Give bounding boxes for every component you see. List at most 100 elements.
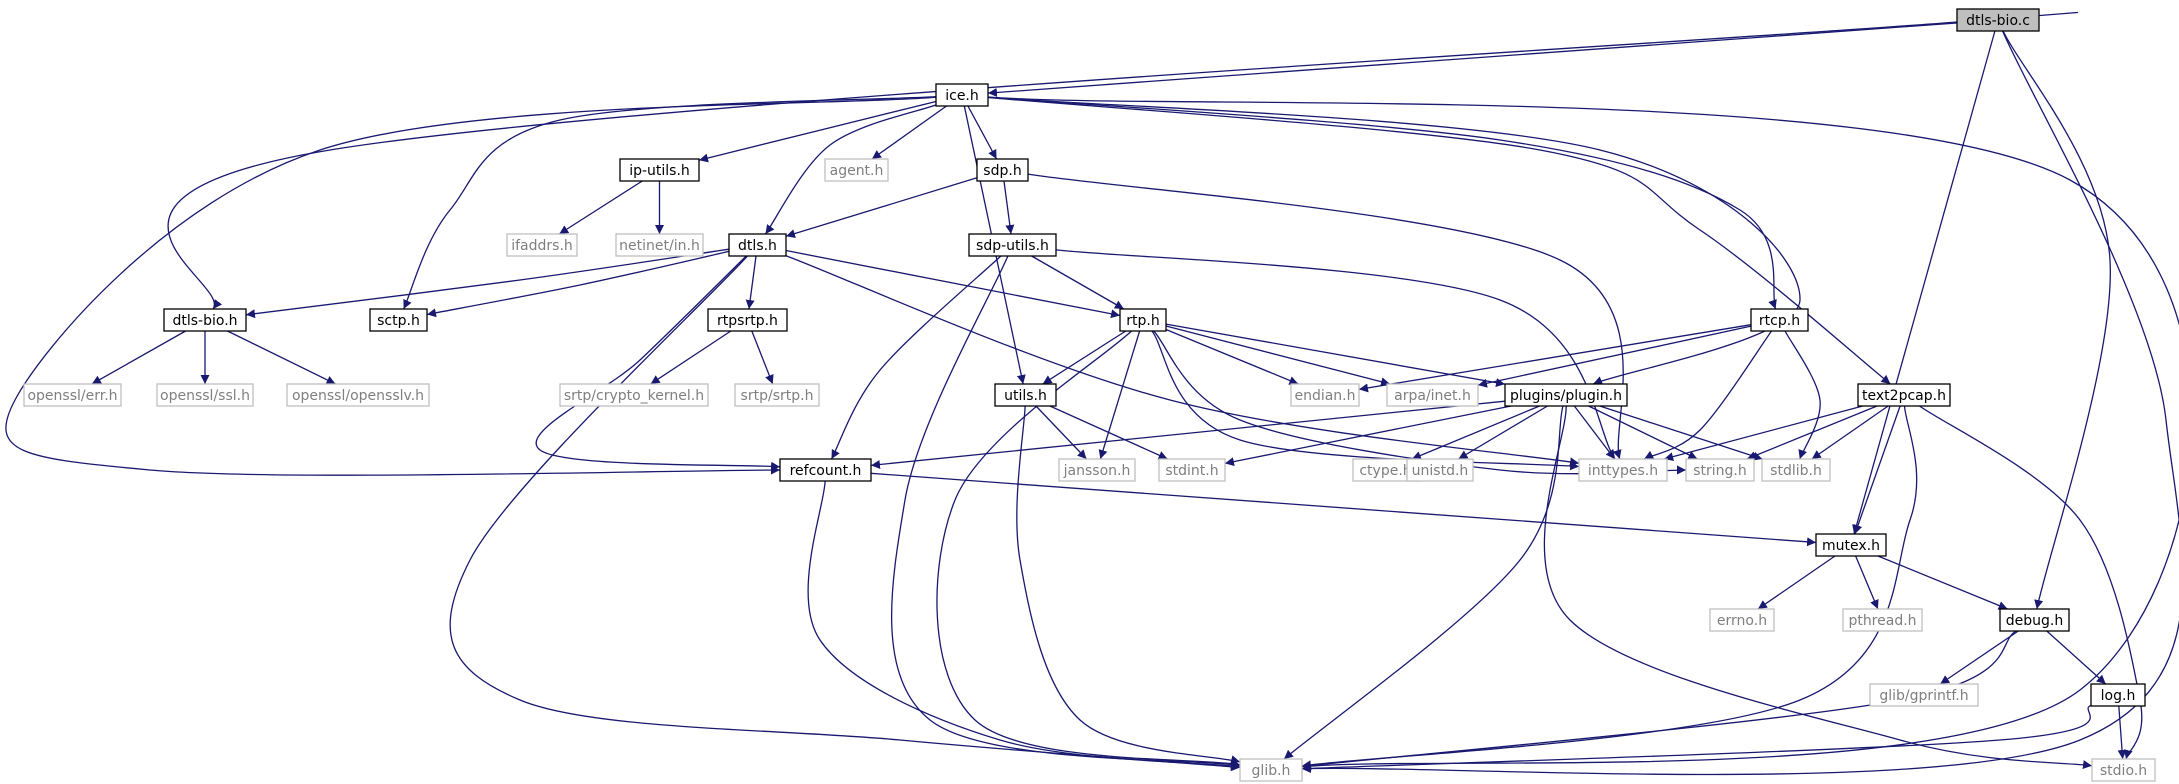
node-ip-utils-h[interactable]: ip-utils.h <box>619 158 700 182</box>
node-ifaddrs-h[interactable]: ifaddrs.h <box>506 233 578 257</box>
node-box <box>1158 458 1226 482</box>
edge-plugins-plugin-h-to-refcount-h <box>870 400 1506 469</box>
node-stdio-h[interactable]: stdio.h <box>2091 758 2156 782</box>
node-glib-gprintf-h[interactable]: glib/gprintf.h <box>1869 683 1979 707</box>
edge-refcount-h-to-mutex-h <box>870 472 1817 547</box>
node-ice-h[interactable]: ice.h <box>935 83 989 107</box>
node-unistd-h[interactable]: unistd.h <box>1406 458 1474 482</box>
node-label: agent.h <box>830 163 884 179</box>
edge-text2pcap-h-to-mutex-h <box>1853 405 1901 535</box>
edge-dtls-h-to-dtls-bio-h <box>245 248 730 319</box>
node-stdlib-h[interactable]: stdlib.h <box>1761 458 1831 482</box>
edge-plugins-plugin-h-to-stdlib-h <box>1599 405 1763 461</box>
node-box <box>1750 308 1809 332</box>
edge-sdp-h-to-inttypes-h <box>1027 173 1624 460</box>
node-netinet-in-h[interactable]: netinet/in.h <box>615 233 704 257</box>
node-label: pthread.h <box>1848 613 1916 629</box>
node-sctp-h[interactable]: sctp.h <box>369 308 428 332</box>
node-box <box>369 308 428 332</box>
node-text2pcap-h[interactable]: text2pcap.h <box>1857 383 1951 407</box>
node-agent-h[interactable]: agent.h <box>824 158 889 182</box>
node-arpa-inet-h[interactable]: arpa/inet.h <box>1386 383 1479 407</box>
edge-dtls-bio-c-to-dtls-bio-h <box>167 11 2079 310</box>
edge-ice-h-to-dtls-h <box>764 104 937 235</box>
edge-dtls-bio-c-to-ice-h <box>987 22 1958 97</box>
node-label: text2pcap.h <box>1862 388 1946 404</box>
node-openssl-ssl-h[interactable]: openssl/ssl.h <box>156 383 254 407</box>
node-dtls-bio-c[interactable]: dtls-bio.c <box>1956 8 2040 32</box>
node-label: sctp.h <box>377 313 420 329</box>
node-box <box>1504 383 1628 407</box>
node-srtp-srtp-h[interactable]: srtp/srtp.h <box>734 383 820 407</box>
node-label: dtls-bio.h <box>172 313 237 329</box>
edge-dtls-h-to-rtpsrtp-h <box>745 255 757 310</box>
node-refcount-h[interactable]: refcount.h <box>779 458 872 482</box>
node-box <box>23 383 122 407</box>
edge-rtp-h-to-inttypes-h <box>1151 330 1580 471</box>
node-box <box>994 383 1057 407</box>
node-utils-h[interactable]: utils.h <box>994 383 1057 407</box>
edge-dtls-h-to-rtp-h <box>785 249 1121 319</box>
node-ctype-h[interactable]: ctype.h <box>1352 458 1419 482</box>
node-rtpsrtp-h[interactable]: rtpsrtp.h <box>707 308 788 332</box>
node-box <box>1119 308 1167 332</box>
node-label: openssl/opensslv.h <box>292 388 424 404</box>
node-box <box>1386 383 1479 407</box>
node-srtp-crypto-kernel-h[interactable]: srtp/crypto_kernel.h <box>559 383 709 407</box>
node-label: endian.h <box>1294 388 1355 404</box>
edge-dtls-bio-c-to-mutex-h <box>1852 30 1996 535</box>
node-box <box>1578 458 1668 482</box>
edge-sdp-utils-h-to-rtp-h <box>1031 255 1125 310</box>
edge-text2pcap-h-to-glib-h <box>1301 405 1918 770</box>
edge-mutex-h-to-pthread-h <box>1855 555 1879 610</box>
node-sdp-h[interactable]: sdp.h <box>976 158 1029 182</box>
edge-debug-h-to-glib-h <box>1301 630 2017 771</box>
node-inttypes-h[interactable]: inttypes.h <box>1578 458 1668 482</box>
node-openssl-err-h[interactable]: openssl/err.h <box>23 383 122 407</box>
node-glib-h[interactable]: glib.h <box>1239 758 1303 782</box>
node-rtcp-h[interactable]: rtcp.h <box>1750 308 1809 332</box>
edge-rtcp-h-to-arpa-inet-h <box>1477 325 1752 388</box>
node-box <box>1406 458 1474 482</box>
edge-rtp-h-to-endian-h <box>1165 328 1299 385</box>
node-jansson-h[interactable]: jansson.h <box>1058 458 1136 482</box>
edge-text2pcap-h-to-string-h <box>1746 405 1878 460</box>
node-string-h[interactable]: string.h <box>1685 458 1755 482</box>
node-rtp-h[interactable]: rtp.h <box>1119 308 1167 332</box>
edge-ip-utils-h-to-ifaddrs-h <box>558 180 643 235</box>
node-dtls-bio-h[interactable]: dtls-bio.h <box>163 308 247 332</box>
node-plugins-plugin-h[interactable]: plugins/plugin.h <box>1504 383 1628 407</box>
node-openssl-opensslv-h[interactable]: openssl/opensslv.h <box>286 383 430 407</box>
node-label: string.h <box>1693 463 1747 479</box>
node-debug-h[interactable]: debug.h <box>1999 608 2070 632</box>
edge-text2pcap-h-to-inttypes-h <box>1664 405 1863 462</box>
edge-plugins-plugin-h-to-stdint-h <box>1224 405 1512 467</box>
node-label: glib/gprintf.h <box>1879 688 1968 704</box>
edge-refcount-h-to-glib-h <box>807 480 1241 771</box>
edge-ice-h-to-refcount-h <box>5 96 937 476</box>
node-label: srtp/crypto_kernel.h <box>564 388 704 404</box>
node-box <box>707 308 788 332</box>
node-endian-h[interactable]: endian.h <box>1290 383 1360 407</box>
edge-sdp-utils-h-to-refcount-h <box>830 255 1002 460</box>
node-box <box>1956 8 2040 32</box>
node-label: ice.h <box>945 88 979 104</box>
node-log-h[interactable]: log.h <box>2090 683 2146 707</box>
edge-ice-h-to-sctp-h <box>403 95 937 310</box>
node-dtls-h[interactable]: dtls.h <box>728 233 787 257</box>
node-label: sdp.h <box>983 163 1021 179</box>
edge-plugins-plugin-h-to-ctype-h <box>1411 405 1540 460</box>
node-box <box>935 83 989 107</box>
node-box <box>968 233 1057 257</box>
node-stdint-h[interactable]: stdint.h <box>1158 458 1226 482</box>
edge-utils-h-to-glib-h <box>1016 405 1241 764</box>
node-label: sdp-utils.h <box>976 238 1049 254</box>
edge-rtpsrtp-h-to-srtp-crypto-kernel-h <box>650 330 732 385</box>
edge-rtp-h-to-arpa-inet-h <box>1165 325 1391 387</box>
node-pthread-h[interactable]: pthread.h <box>1842 608 1923 632</box>
node-label: unistd.h <box>1412 463 1469 479</box>
node-mutex-h[interactable]: mutex.h <box>1815 533 1887 557</box>
node-errno-h[interactable]: errno.h <box>1709 608 1775 632</box>
node-sdp-utils-h[interactable]: sdp-utils.h <box>968 233 1057 257</box>
